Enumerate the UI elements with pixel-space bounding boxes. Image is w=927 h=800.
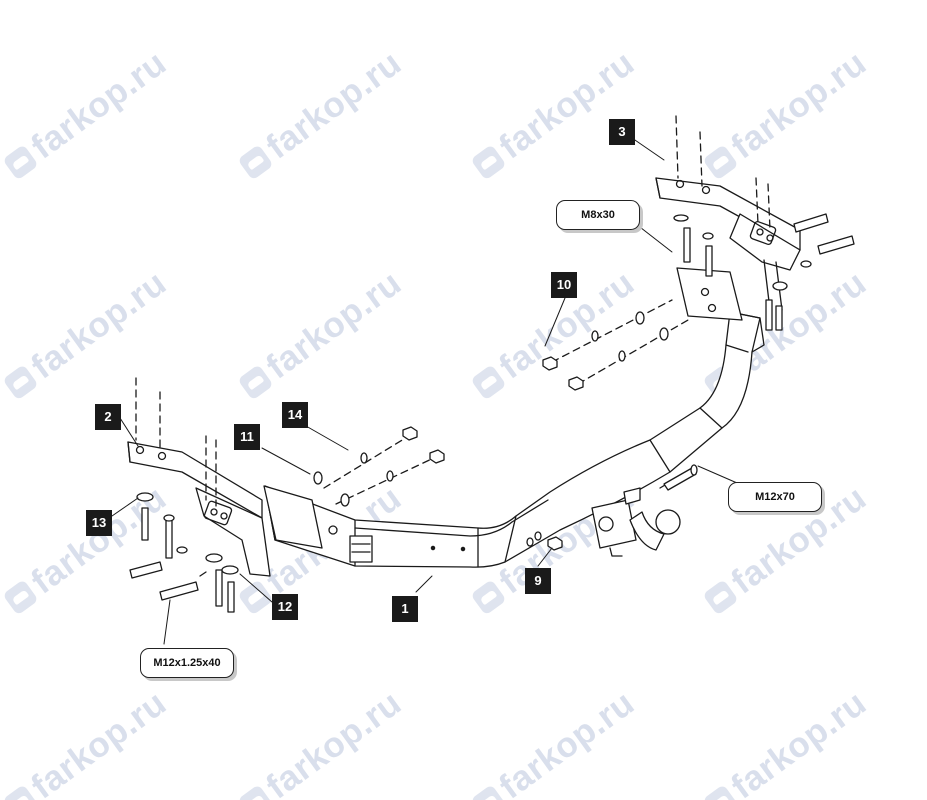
right-horizontal-bolts: [772, 213, 855, 291]
right-bracket-bolts: [673, 214, 783, 331]
part-number-badge: 1: [392, 596, 418, 622]
assembly-axes: [135, 115, 771, 507]
part-number-badge: 10: [551, 272, 577, 298]
part-number-badge: 14: [282, 402, 308, 428]
left-horizontal-bolts: [129, 561, 207, 601]
part-number-badge: 2: [95, 404, 121, 430]
part-number-badge: 3: [609, 119, 635, 145]
bolt-m12x70: [663, 464, 698, 491]
left-mount-plate: [263, 485, 323, 549]
part-number-badge: 11: [234, 424, 260, 450]
part-number-badge: 13: [86, 510, 112, 536]
right-fasteners: [542, 311, 669, 391]
part-number-badge: 12: [272, 594, 298, 620]
main-crossbar: [264, 311, 765, 568]
bolt-spec-callout: M8x30: [556, 200, 640, 230]
part-number-badge: 9: [525, 568, 551, 594]
bolt-spec-callout: M12x70: [728, 482, 822, 512]
left-fasteners: [313, 426, 445, 507]
nut-9: [526, 531, 563, 551]
leader-lines: [111, 137, 745, 645]
left-bracket: [127, 441, 271, 577]
bolt-spec-callout: M12x1.25x40: [140, 648, 234, 678]
tow-ball-assembly: [591, 487, 681, 557]
left-bracket-bolts: [136, 492, 239, 613]
